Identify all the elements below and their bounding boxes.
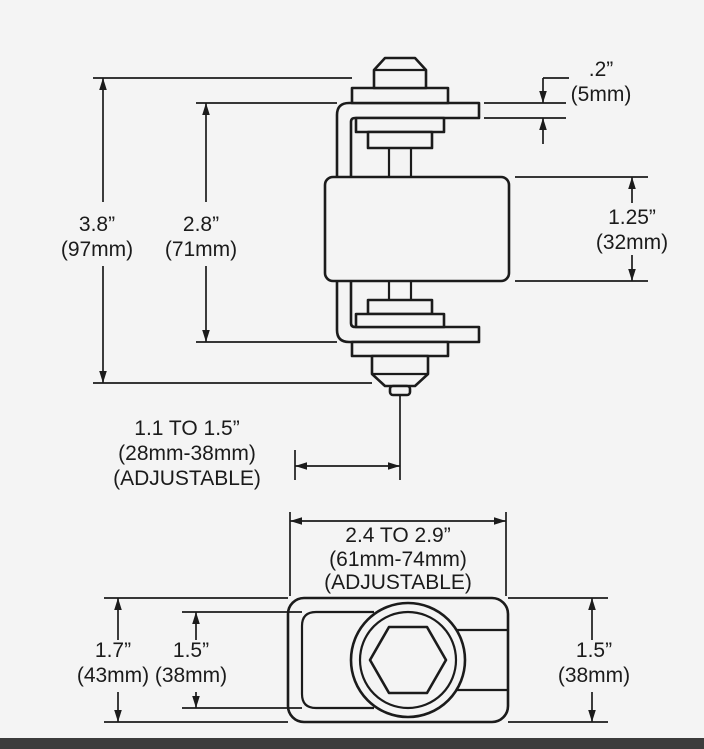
hex-bolt-head [372, 56, 428, 90]
side-view [323, 56, 511, 397]
bottom-washer [350, 340, 450, 358]
hex-nut-side [370, 354, 430, 388]
overall-height-metric: (97mm) [61, 238, 133, 261]
bolt-tip [388, 384, 412, 397]
plate-thickness-value: .2” [589, 58, 614, 81]
setback-value: 1.1 TO 1.5” [134, 417, 239, 440]
upper-bushing-washer [354, 116, 446, 134]
setback-note: (ADJUSTABLE) [113, 467, 261, 490]
dim-overall-height: 3.8” (97mm) [61, 77, 372, 384]
width-metric: (61mm-74mm) [329, 548, 467, 571]
plate-thickness-metric: (5mm) [571, 83, 632, 106]
mounting-bracket [335, 101, 481, 344]
lower-spacer [366, 298, 434, 316]
barrel-inner-circle [358, 610, 458, 710]
barrel-height-value: 1.25” [608, 206, 656, 229]
width-note: (ADJUSTABLE) [324, 571, 472, 594]
channel-depth-value: 1.5” [173, 639, 209, 662]
channel-inner-wall [300, 610, 374, 710]
channel-depth-metric: (38mm) [155, 664, 227, 687]
dim-outer-depth: 1.7” (43mm) [77, 597, 288, 723]
footer-bar [0, 738, 704, 749]
dim-plate-thickness: .2” (5mm) [484, 58, 631, 144]
hinge-barrel [323, 175, 511, 283]
dim-setback-adjustable: 1.1 TO 1.5” (28mm-38mm) (ADJUSTABLE) [113, 394, 401, 490]
top-washer [350, 86, 450, 105]
overall-height-value: 3.8” [79, 213, 115, 236]
top-view [286, 596, 510, 724]
bracket-height-value: 2.8” [183, 213, 219, 236]
setback-metric: (28mm-38mm) [118, 442, 256, 465]
dim-barrel-depth: 1.5” (38mm) [508, 597, 630, 723]
upper-spacer [366, 130, 434, 150]
dim-width-adjustable: 2.4 TO 2.9” (61mm-74mm) (ADJUSTABLE) [289, 512, 507, 596]
dim-barrel-height: 1.25” (32mm) [515, 176, 668, 282]
lower-bushing-washer [354, 312, 446, 329]
outer-depth-value: 1.7” [95, 639, 131, 662]
barrel-height-metric: (32mm) [596, 231, 668, 254]
width-value: 2.4 TO 2.9” [345, 524, 450, 547]
barrel-depth-value: 1.5” [576, 639, 612, 662]
dim-channel-depth: 1.5” (38mm) [155, 611, 302, 709]
bracket-height-metric: (71mm) [165, 238, 237, 261]
dim-bracket-height: 2.8” (71mm) [165, 102, 337, 343]
barrel-depth-metric: (38mm) [558, 664, 630, 687]
hex-nut-top-view [368, 625, 448, 695]
outer-depth-metric: (43mm) [77, 664, 149, 687]
